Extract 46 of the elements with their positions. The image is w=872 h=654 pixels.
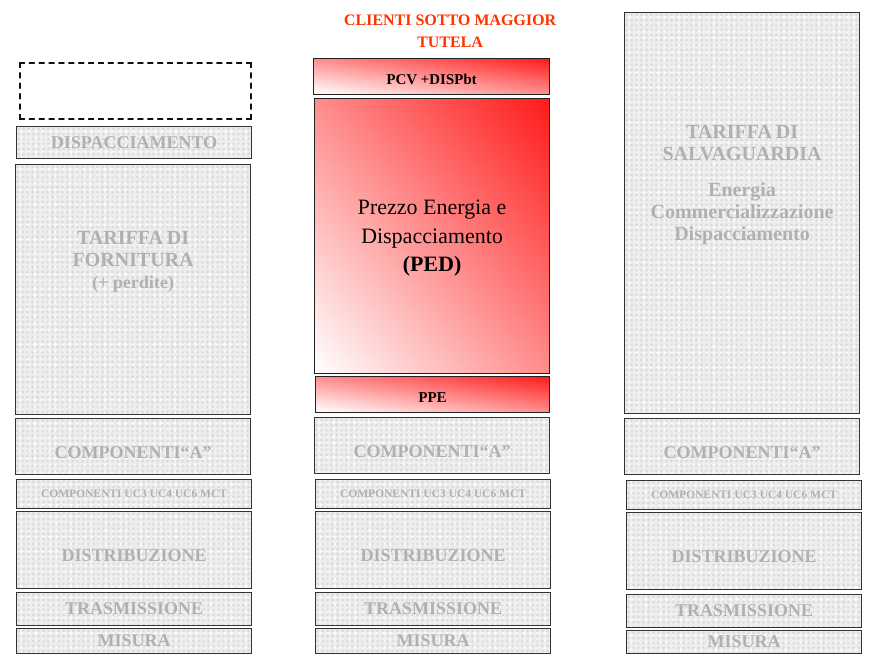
panel-label: TRASMISSIONE	[64, 599, 204, 619]
panel-label: COMPONENTI UC3 UC4 UC6 MCT	[651, 488, 837, 502]
panel-label: (+ perdite)	[92, 272, 174, 292]
tariff-panel	[16, 628, 252, 654]
panel-label: MISURA	[97, 631, 170, 651]
tariff-panel	[624, 12, 860, 414]
panel-label: Prezzo Energia e Dispacciamento (PED)	[357, 193, 507, 278]
tariff-panel	[314, 417, 550, 474]
tariff-panel	[626, 512, 862, 590]
panel-label: DISPACCIAMENTO	[50, 132, 218, 152]
price-panel	[314, 98, 550, 374]
panel-label: TRASMISSIONE	[364, 599, 502, 619]
panel-label: DISTRIBUZIONE	[61, 546, 207, 566]
panel-label: COMPONENTI“A”	[664, 442, 820, 462]
panel-label: MISURA	[396, 631, 470, 651]
tariff-panel	[16, 511, 252, 589]
panel-label: TARIFFA DI SALVAGUARDIA	[662, 121, 822, 165]
tariff-panel	[315, 592, 551, 626]
tariff-panel	[626, 594, 862, 628]
tariff-panel	[626, 630, 862, 654]
column-heading: CLIENTI SOTTO MAGGIOR TUTELA	[342, 11, 558, 54]
panel-label: PPE	[418, 390, 447, 407]
panel-label: COMPONENTI“A”	[354, 442, 510, 462]
tariff-panel	[16, 126, 252, 159]
tariff-panel	[16, 479, 252, 509]
panel-label: DISTRIBUZIONE	[671, 547, 817, 567]
panel-label: COMPONENTI UC3 UC4 UC6 MCT	[41, 488, 227, 500]
tariff-panel	[626, 480, 862, 510]
panel-label: TRASMISSIONE	[674, 601, 814, 621]
tariff-panel	[15, 164, 251, 415]
dashed-box	[19, 62, 252, 120]
panel-label: COMPONENTI UC3 UC4 UC6 MCT	[340, 488, 526, 500]
tariff-panel	[15, 418, 251, 475]
tariff-panel	[315, 479, 551, 509]
price-panel	[313, 58, 550, 95]
panel-label: MISURA	[707, 632, 780, 652]
price-panel	[315, 376, 550, 413]
panel-label: Energia Commercializzazione Dispacciamento	[650, 179, 834, 245]
tariff-panel	[16, 592, 252, 626]
tariff-panel	[315, 511, 551, 589]
tariff-panel	[624, 418, 860, 475]
panel-label: DISTRIBUZIONE	[360, 546, 506, 566]
tariff-panel	[315, 628, 551, 654]
panel-label: TARIFFA DI FORNITURA	[72, 226, 194, 271]
panel-label: PCV +DISPbt	[386, 72, 477, 89]
panel-label: COMPONENTI“A”	[54, 442, 212, 462]
